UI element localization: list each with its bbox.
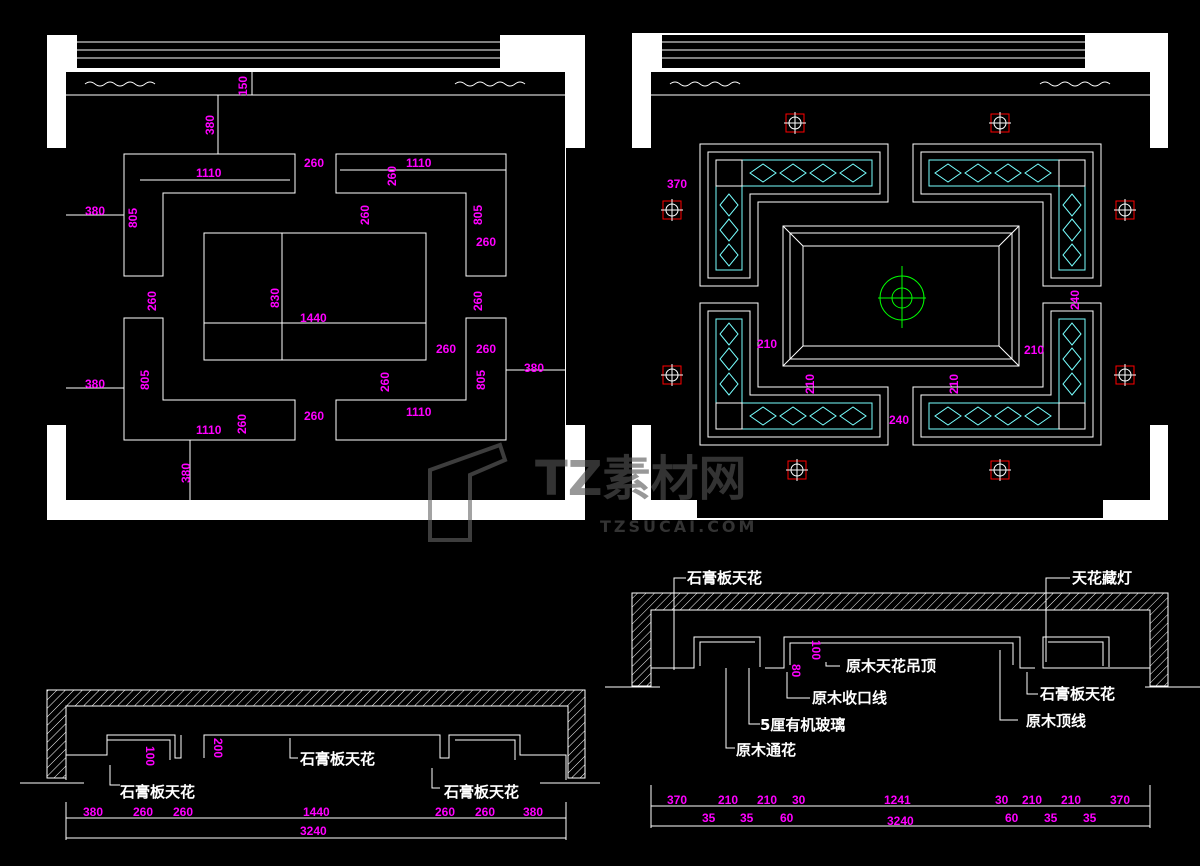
dim-label: 260 — [358, 205, 372, 225]
lattice-panel — [699, 302, 889, 446]
dim-label: 260 — [145, 291, 159, 311]
curtain-icon — [669, 81, 1111, 87]
dim-label: 210 — [1024, 343, 1044, 357]
callout-wood-lattice: 原木通花 — [736, 741, 796, 759]
callout-wood-edge-trim: 原木收口线 — [812, 689, 887, 707]
ceiling-soffit-outlines — [66, 72, 565, 500]
callout-concealed-light: 天花藏灯 — [1072, 569, 1132, 587]
callout-acrylic: 5厘有机玻璃 — [760, 716, 845, 734]
lattice-panels — [699, 143, 1102, 446]
lattice-panel — [912, 143, 1102, 287]
callout-gypsum-ceiling: 石膏板天花 — [1039, 685, 1115, 703]
dim-label: 210 — [947, 374, 961, 394]
dim-label: 240 — [1068, 290, 1082, 310]
right-section: 石膏板天花 天花藏灯 原木天花吊顶 原木收口线 5厘有机玻璃 原木通花 石膏板天… — [605, 569, 1200, 828]
dim-label: 60 — [780, 811, 794, 825]
dim-label: 210 — [803, 374, 817, 394]
dim-label: 1440 — [300, 311, 327, 325]
downlight-icons — [661, 112, 1136, 481]
dim-label: 380 — [85, 377, 105, 391]
watermark-url: TZSUCAI.COM — [600, 517, 757, 536]
callout-gypsum-ceiling: 石膏板天花 — [686, 569, 762, 587]
dim-label: 150 — [236, 76, 250, 96]
dim-label: 380 — [83, 805, 103, 819]
dim-label: 805 — [126, 208, 140, 228]
dim-label: 805 — [471, 205, 485, 225]
dim-label: 260 — [476, 342, 496, 356]
watermark-logo-text: TZ素材网 — [535, 451, 747, 507]
dim-label: 210 — [718, 793, 738, 807]
callout-gypsum-ceiling: 石膏板天花 — [299, 750, 375, 768]
dim-total: 3240 — [300, 824, 327, 838]
dim-label: 1110 — [406, 156, 432, 170]
lattice-panel — [699, 143, 889, 287]
dim-label: 260 — [304, 156, 324, 170]
dim-label: 380 — [523, 805, 543, 819]
dim-label: 1440 — [303, 805, 330, 819]
dim-label: 260 — [304, 409, 324, 423]
dim-label: 200 — [211, 738, 225, 758]
ceiling-light-icon — [878, 266, 926, 328]
central-coffer — [782, 225, 1020, 367]
dim-label: 260 — [385, 166, 399, 186]
watermark-logo: TZ素材网 TZSUCAI.COM — [428, 442, 757, 542]
dim-label: 100 — [809, 640, 823, 660]
dim-label: 380 — [179, 463, 193, 483]
dim-label: 210 — [757, 337, 777, 351]
dim-label: 30 — [995, 793, 1009, 807]
dim-label: 210 — [1061, 793, 1081, 807]
dim-label: 380 — [524, 361, 544, 375]
dim-label: 210 — [757, 793, 777, 807]
dim-label: 260 — [476, 235, 496, 249]
dim-label: 260 — [435, 805, 455, 819]
callout-gypsum-ceiling: 石膏板天花 — [443, 783, 519, 801]
dim-label: 35 — [1044, 811, 1058, 825]
dim-label: 210 — [1022, 793, 1042, 807]
dim-label: 260 — [436, 342, 456, 356]
dim-total: 3240 — [887, 814, 914, 828]
dim-label: 1110 — [196, 166, 222, 180]
dim-label: 240 — [889, 413, 909, 427]
dim-label: 1110 — [406, 405, 432, 419]
callout-wood-crown: 原木顶线 — [1026, 712, 1086, 730]
dim-label: 60 — [1005, 811, 1019, 825]
dim-label: 260 — [475, 805, 495, 819]
dim-label: 260 — [378, 372, 392, 392]
dim-label: 35 — [1083, 811, 1097, 825]
dim-label: 805 — [138, 370, 152, 390]
dim-label: 30 — [792, 793, 806, 807]
dim-label: 370 — [1110, 793, 1130, 807]
dim-label: 260 — [133, 805, 153, 819]
dim-label: 100 — [143, 746, 157, 766]
left-section: 石膏板天花 石膏板天花 石膏板天花 100 200 380 260 260 1440 2… — [20, 689, 600, 840]
curtain-icon — [84, 81, 526, 87]
callout-wood-ceiling: 原木天花吊顶 — [846, 657, 936, 675]
dim-label: 380 — [85, 204, 105, 218]
dim-label: 260 — [173, 805, 193, 819]
callout-gypsum-ceiling: 石膏板天花 — [119, 783, 195, 801]
dim-label: 1241 — [884, 793, 911, 807]
dim-label: 35 — [740, 811, 754, 825]
dim-label: 260 — [471, 291, 485, 311]
lattice-panel — [912, 302, 1102, 446]
dim-label: 805 — [474, 370, 488, 390]
left-ceiling-plan — [47, 35, 585, 520]
dim-label: 370 — [667, 177, 687, 191]
right-ceiling-plan — [632, 33, 1168, 520]
dim-label: 260 — [235, 414, 249, 434]
dim-label: 830 — [268, 288, 282, 308]
dim-label: 35 — [702, 811, 716, 825]
dim-label: 1110 — [196, 423, 222, 437]
dim-label: 380 — [203, 115, 217, 135]
dim-label: 370 — [667, 793, 687, 807]
dim-label: 80 — [789, 664, 803, 678]
